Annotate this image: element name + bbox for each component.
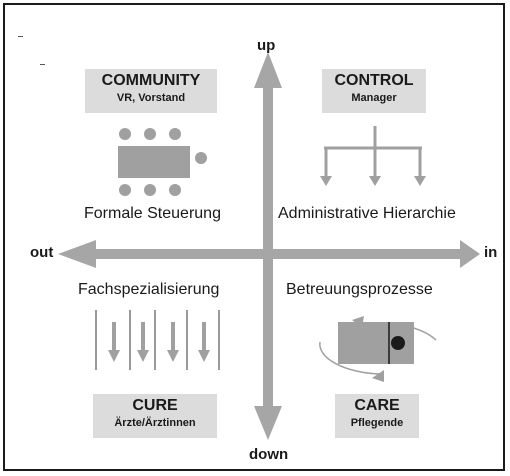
in-arrowhead (460, 240, 480, 268)
community-caption: Formale Steuerung (84, 205, 221, 222)
axis-label-up: up (257, 37, 276, 54)
community-title: COMMUNITY (101, 72, 201, 89)
axis-label-down: down (249, 446, 289, 463)
up-arrowhead (254, 52, 282, 88)
margin-mark (18, 36, 23, 37)
control-box: CONTROL Manager (322, 69, 426, 113)
diagram-frame (3, 3, 505, 471)
control-caption: Administrative Hierarchie (278, 205, 456, 222)
cure-title: CURE (132, 397, 178, 414)
specialisation-icon (95, 310, 220, 370)
care-caption: Betreuungsprozesse (286, 281, 433, 298)
vertical-axis (254, 52, 282, 440)
axis-label-in: in (484, 244, 498, 261)
horizontal-axis (58, 240, 480, 268)
out-arrowhead (58, 240, 96, 268)
axis-label-out: out (30, 244, 54, 261)
cure-caption: Fachspezialisierung (78, 281, 220, 298)
cure-box: CURE Ärzte/Ärztinnen (93, 394, 217, 438)
care-title: CARE (354, 397, 400, 414)
margin-mark (40, 64, 45, 65)
care-cycle-icon (319, 316, 437, 382)
control-title: CONTROL (334, 72, 414, 89)
cure-subtitle: Ärzte/Ärztinnen (114, 417, 196, 429)
care-subtitle: Pflegende (350, 417, 404, 429)
community-box: COMMUNITY VR, Vorstand (85, 69, 217, 113)
meeting-table-icon (118, 128, 207, 196)
down-arrowhead (254, 406, 282, 440)
control-subtitle: Manager (351, 92, 397, 104)
hierarchy-icon (320, 126, 426, 186)
community-subtitle: VR, Vorstand (116, 92, 186, 104)
care-box: CARE Pflegende (335, 394, 419, 438)
